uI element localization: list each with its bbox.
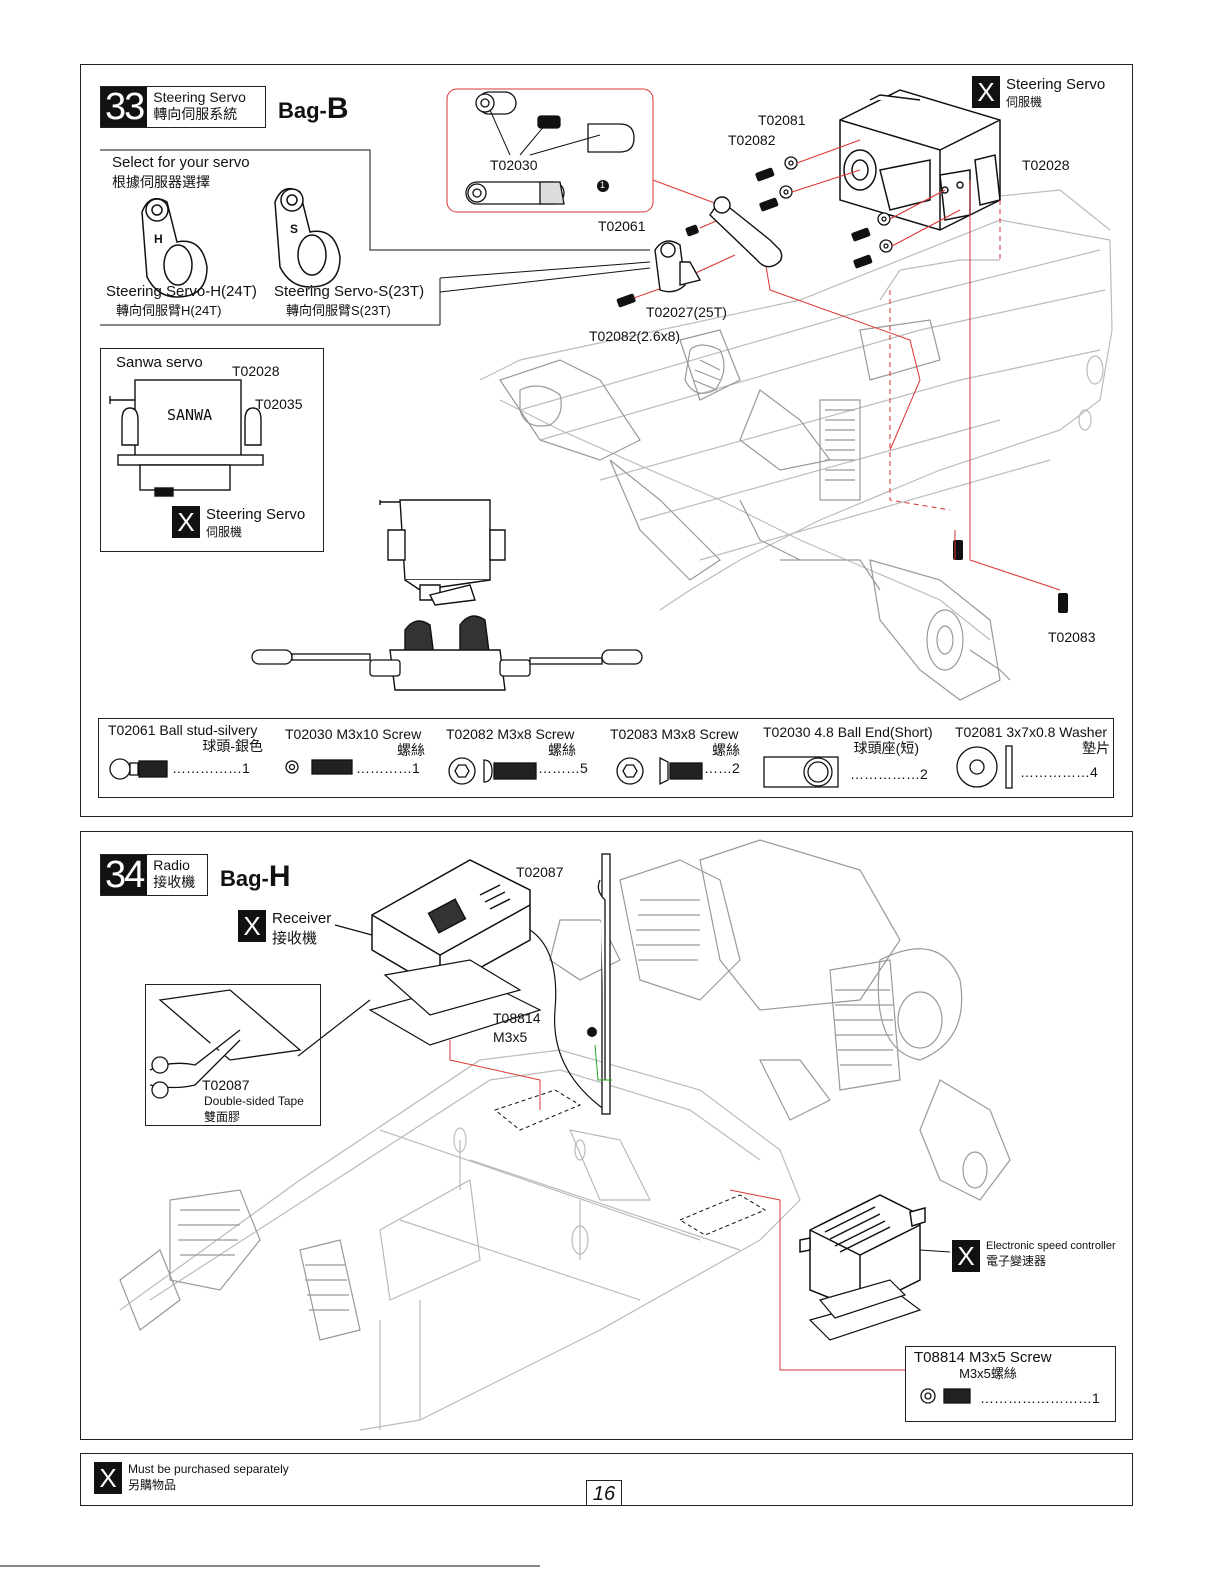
part-qty: ……………4 <box>1020 764 1098 780</box>
footer-note-en: Must be purchased separately <box>128 1462 289 1476</box>
footer-note: X Must be purchased separately 另購物品 <box>94 1462 289 1494</box>
callout-t08814: T08814 <box>493 1010 541 1026</box>
part-name-en: T02030 M3x10 Screw <box>285 726 422 742</box>
part-t08814: T08814 M3x5 Screw M3x5螺絲 <box>914 1350 1062 1382</box>
tape-label-en: Double-sided Tape <box>204 1094 304 1108</box>
select-title-cn: 根據伺服器選擇 <box>112 174 210 190</box>
part-name-en: T02082 M3x8 Screw <box>446 726 575 742</box>
servo-label-cn: 伺服機 <box>1006 95 1043 109</box>
part-name-cn: M3x5螺絲 <box>959 1366 1017 1381</box>
servo-arm-h-label-cn: 轉向伺服臂H(24T) <box>116 303 222 318</box>
step-title: Steering Servo 轉向伺服系統 <box>147 87 252 127</box>
part-t02030-ball-end: T02030 4.8 Ball End(Short) 球頭座(短) <box>763 724 943 756</box>
step-34-header: 34 Radio 接收機 <box>100 854 208 896</box>
part-name-cn: 螺絲 <box>712 742 740 758</box>
sanwa-t02035: T02035 <box>255 396 303 412</box>
part-name-cn: 球頭-銀色 <box>202 738 263 754</box>
sanwa-brand: SANWA <box>167 406 213 424</box>
servo-arm-s-label-cn: 轉向伺服臂S(23T) <box>286 303 391 318</box>
callout-t02082: T02082 <box>728 132 776 148</box>
sanwa-servo-x-callout: X Steering Servo 伺服機 <box>172 506 305 540</box>
part-name-cn: 墊片 <box>1082 740 1110 756</box>
servo-arm-s-label-en: Steering Servo-S(23T) <box>274 283 425 300</box>
part-name-en: T02083 M3x8 Screw <box>610 726 739 742</box>
receiver-label-cn: 接收機 <box>272 930 318 947</box>
part-t02082: T02082 M3x8 Screw 螺絲 <box>446 726 576 758</box>
part-qty: …………1 <box>356 760 420 776</box>
esc-x-callout: X Electronic speed controller 電子變速器 <box>952 1240 1116 1272</box>
part-qty: ………5 <box>538 760 588 776</box>
bag-label: Bag-B <box>278 92 349 126</box>
part-qty: ……………2 <box>850 766 928 782</box>
step-34-parts-list <box>905 1346 1116 1422</box>
part-t02061: T02061 Ball stud-silvery 球頭-銀色 <box>108 722 263 754</box>
part-t02030-screw: T02030 M3x10 Screw 螺絲 <box>285 726 425 758</box>
bag-prefix: Bag- <box>220 866 269 891</box>
callout-t02087: T02087 <box>516 864 564 880</box>
part-name-cn: 球頭座(短) <box>853 740 919 756</box>
page-number: 16 <box>586 1480 622 1505</box>
bag-label: Bag-H <box>220 860 291 894</box>
tape-code: T02087 <box>202 1077 250 1093</box>
purchase-separately-icon: X <box>172 506 200 538</box>
servo-arm-s-letter: S <box>290 222 299 236</box>
bag-letter: H <box>268 860 291 893</box>
select-title-en: Select for your servo <box>112 154 250 171</box>
step-title-en: Radio <box>153 857 190 873</box>
part-name-en: T02030 4.8 Ball End(Short) <box>763 724 933 740</box>
purchase-separately-icon: X <box>972 76 1000 108</box>
callout-t02083: T02083 <box>1048 629 1096 645</box>
purchase-separately-icon: X <box>238 910 266 942</box>
step-title-cn: 接收機 <box>153 874 196 890</box>
sanwa-servo-box <box>100 348 324 552</box>
purchase-separately-icon: X <box>952 1240 980 1272</box>
part-qty: ……………1 <box>172 760 250 776</box>
servo-arm-h-label-en: Steering Servo-H(24T) <box>106 283 257 300</box>
footer-note-box <box>80 1453 1133 1506</box>
sanwa-servo-en: Steering Servo <box>206 506 306 523</box>
callout-t02027: T02027(25T) <box>646 304 727 320</box>
servo-arm-h-letter: H <box>154 232 163 246</box>
receiver-x-callout: X Receiver 接收機 <box>238 910 331 948</box>
note-number: 1 <box>600 180 606 190</box>
step-title: Radio 接收機 <box>147 855 201 895</box>
part-t02081: T02081 3x7x0.8 Washer 墊片 <box>955 724 1110 756</box>
callout-t02082-2: T02082(2.6x8) <box>589 328 681 344</box>
callout-t02030: T02030 <box>490 157 538 173</box>
footer-note-cn: 另購物品 <box>128 1478 177 1492</box>
servo-label-en: Steering Servo <box>1006 76 1106 93</box>
callout-t02061: T02061 <box>598 218 646 234</box>
esc-label-cn: 電子變速器 <box>986 1254 1047 1268</box>
esc-label-en: Electronic speed controller <box>986 1240 1116 1252</box>
tape-label-cn: 雙面膠 <box>204 1110 241 1124</box>
part-t02083: T02083 M3x8 Screw 螺絲 <box>610 726 740 758</box>
bag-prefix: Bag- <box>278 98 327 123</box>
part-qty: ……………………1 <box>980 1390 1100 1406</box>
callout-t02081: T02081 <box>758 112 806 128</box>
servo-x-callout: X Steering Servo 伺服機 <box>972 76 1105 110</box>
part-name-en: T08814 M3x5 Screw <box>914 1349 1052 1366</box>
step-33-parts-list <box>98 718 1114 798</box>
purchase-separately-icon: X <box>94 1462 122 1494</box>
part-name-cn: 螺絲 <box>548 742 576 758</box>
step-number: 33 <box>101 87 148 127</box>
sanwa-t02028: T02028 <box>232 363 280 379</box>
sanwa-title: Sanwa servo <box>116 354 203 371</box>
part-qty: ……2 <box>704 760 740 776</box>
callout-m3x5: M3x5 <box>493 1029 528 1045</box>
receiver-label-en: Receiver <box>272 910 332 927</box>
step-title-cn: 轉向伺服系統 <box>153 106 238 122</box>
sanwa-servo-cn: 伺服機 <box>206 525 243 539</box>
part-name-en: T02081 3x7x0.8 Washer <box>955 724 1108 740</box>
part-name-cn: 螺絲 <box>397 742 425 758</box>
step-33-header: 33 Steering Servo 轉向伺服系統 <box>100 86 266 128</box>
part-name-en: T02061 Ball stud-silvery <box>108 722 258 738</box>
step-number: 34 <box>101 855 148 895</box>
tape-detail-box <box>145 984 321 1126</box>
bag-letter: B <box>326 92 349 125</box>
step-title-en: Steering Servo <box>153 89 246 105</box>
callout-t02028: T02028 <box>1022 157 1070 173</box>
